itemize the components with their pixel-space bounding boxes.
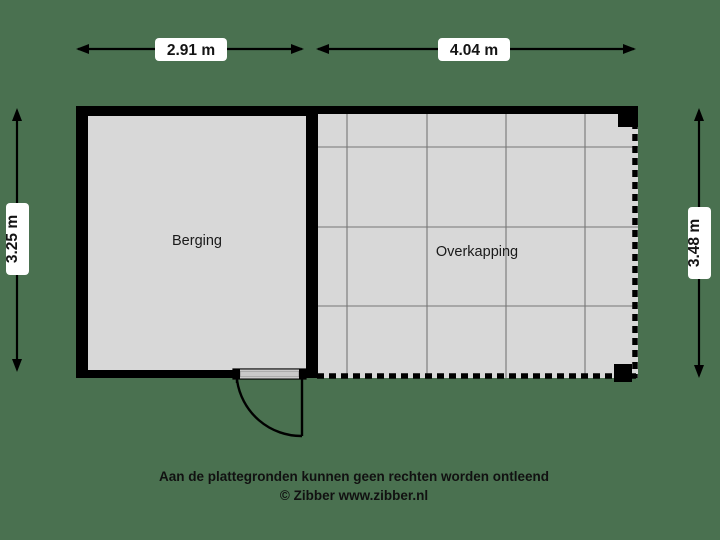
door-hinge-block-right bbox=[299, 369, 306, 379]
canopy-pillar-top-right bbox=[618, 110, 638, 127]
canopy-room-label: Overkapping bbox=[436, 244, 518, 260]
dimension-label-left: 3.25 m bbox=[4, 215, 21, 263]
arrowhead-bottom bbox=[12, 359, 22, 372]
dimension-label-backdrop bbox=[155, 38, 227, 61]
canopy-grid bbox=[317, 110, 638, 378]
top-dimension-right: 4.04 m bbox=[316, 38, 636, 61]
left-dimension: 3.25 m bbox=[4, 108, 29, 372]
storage-door bbox=[232, 368, 307, 438]
storage-wall-left bbox=[76, 106, 88, 378]
dimension-label-backdrop bbox=[688, 207, 711, 279]
storage-floor-fill bbox=[88, 116, 306, 370]
storage-room-label: Berging bbox=[172, 233, 222, 249]
arrowhead-top bbox=[694, 108, 704, 121]
right-dimension: 3.48 m bbox=[686, 108, 711, 378]
dimension-label-backdrop bbox=[6, 203, 29, 275]
arrowhead-right bbox=[623, 44, 636, 54]
dimension-label-right: 3.48 m bbox=[686, 219, 703, 267]
storage-room: Berging bbox=[76, 106, 318, 378]
door-panel bbox=[239, 370, 300, 378]
canopy-wall-top bbox=[305, 106, 638, 114]
storage-wall-bottom bbox=[76, 370, 236, 378]
top-dimension-left: 2.91 m bbox=[76, 38, 304, 61]
storage-wall-top bbox=[76, 106, 318, 116]
arrowhead-left bbox=[76, 44, 89, 54]
arrowhead-right bbox=[291, 44, 304, 54]
caption-copyright: © Zibber www.zibber.nl bbox=[280, 488, 428, 503]
arrowhead-left bbox=[316, 44, 329, 54]
arrowhead-bottom bbox=[694, 365, 704, 378]
dimension-label-backdrop bbox=[438, 38, 510, 61]
caption-disclaimer: Aan de plattegronden kunnen geen rechten… bbox=[159, 469, 549, 484]
door-hinge-block-left bbox=[233, 369, 240, 379]
canopy-room: Overkapping bbox=[305, 106, 638, 382]
storage-wall-divider bbox=[306, 106, 318, 378]
dimension-label-top-right: 4.04 m bbox=[450, 42, 498, 59]
dimension-label-top-left: 2.91 m bbox=[167, 42, 215, 59]
canopy-pillar-bottom-right bbox=[614, 364, 632, 382]
door-swing-arc bbox=[235, 379, 303, 438]
arrowhead-top bbox=[12, 108, 22, 121]
plan-caption: Aan de plattegronden kunnen geen rechten… bbox=[159, 469, 549, 503]
